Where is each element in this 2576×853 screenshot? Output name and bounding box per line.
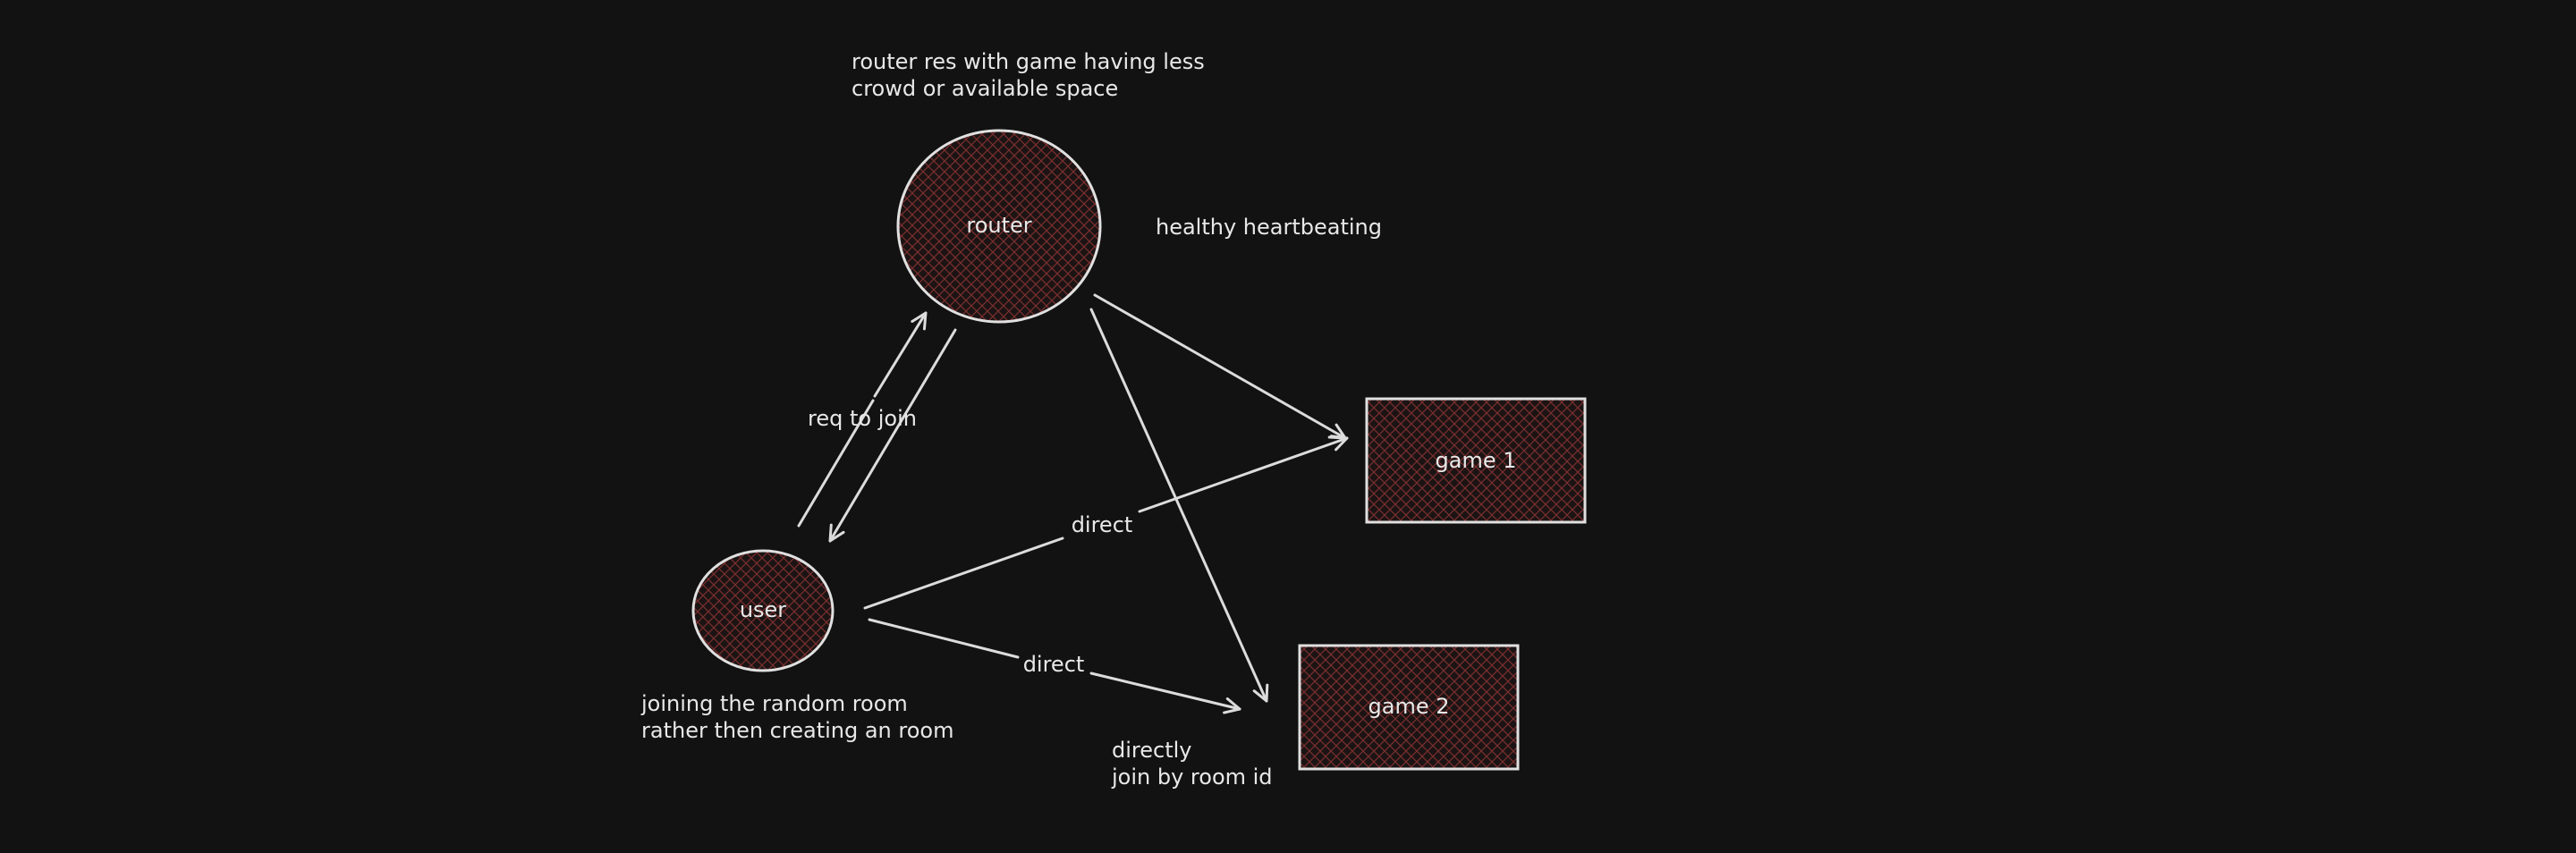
router-response-note-line1: router res with game having less xyxy=(852,49,1205,74)
game2-box xyxy=(1298,644,1520,771)
user-label: user xyxy=(740,597,786,622)
edge-label-direct-game2: direct xyxy=(1023,652,1085,677)
edge-user-to-game1-lower xyxy=(863,536,1064,610)
node-router[interactable]: router xyxy=(896,129,1102,324)
game1-box xyxy=(1365,397,1587,524)
edge-user-to-router-upper xyxy=(873,311,928,398)
edge-router-to-user xyxy=(828,328,957,543)
node-game2[interactable]: game 2 xyxy=(1298,644,1520,771)
router-circle xyxy=(896,129,1102,324)
direct-join-note-line1: directly xyxy=(1112,738,1191,763)
edge-label-direct-game1: direct xyxy=(1072,512,1133,537)
edge-user-to-game1-upper xyxy=(1138,435,1349,513)
edge-user-to-game2-right xyxy=(1089,671,1241,714)
user-join-note-line2: rather then creating an room xyxy=(641,718,953,743)
edge-user-to-router xyxy=(797,399,875,528)
direct-join-note-line2: join by room id xyxy=(1111,764,1273,790)
router-response-note-line2: crowd or available space xyxy=(852,76,1118,101)
edge-user-to-game2-left xyxy=(868,618,1020,659)
edge-router-to-game2 xyxy=(1089,308,1269,703)
game2-label: game 2 xyxy=(1368,694,1450,719)
game1-label: game 1 xyxy=(1436,448,1517,473)
heartbeat-note: healthy heartbeating xyxy=(1156,215,1382,240)
user-circle xyxy=(691,549,835,672)
edge-label-req-to-join: req to join xyxy=(808,406,917,431)
node-game1[interactable]: game 1 xyxy=(1365,397,1587,524)
user-join-note-line1: joining the random room xyxy=(640,691,908,716)
node-user[interactable]: user xyxy=(691,549,835,672)
router-label: router xyxy=(966,213,1031,238)
edge-router-to-game1 xyxy=(1093,293,1347,440)
